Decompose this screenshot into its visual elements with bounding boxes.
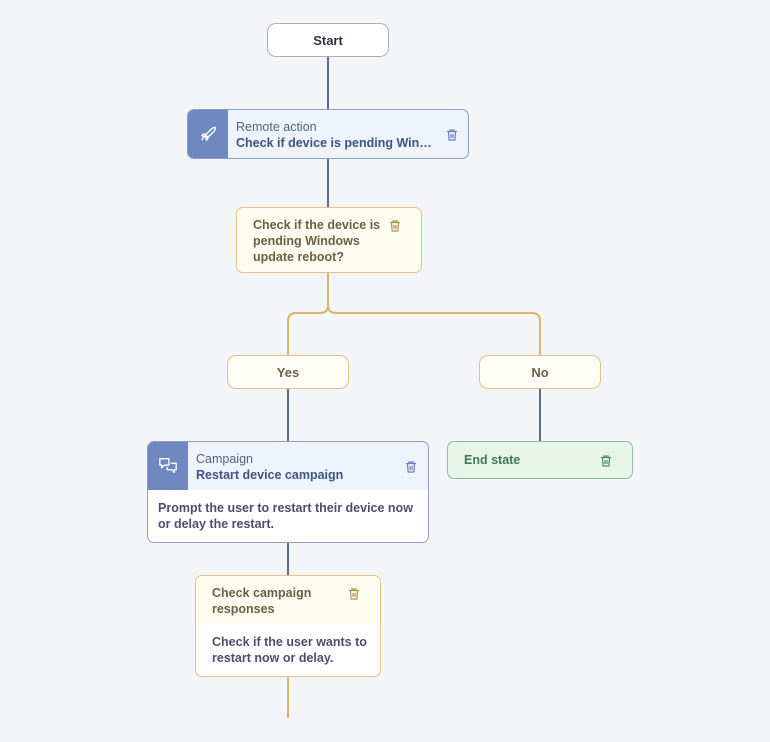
connector-decision-branches [287, 273, 541, 355]
campaign-kind: Campaign [196, 452, 253, 466]
start-node[interactable]: Start [267, 23, 389, 57]
end-state-label: End state [464, 453, 521, 467]
campaign-title: Restart device campaign [196, 468, 344, 482]
campaign-node[interactable]: Campaign Restart device campaign Prompt … [147, 441, 429, 543]
decision-text: Check if the device is pending Windows u… [253, 218, 381, 264]
branch-no-node[interactable]: No [479, 355, 601, 389]
campaign-icon-box [148, 442, 188, 490]
remote-action-delete-icon[interactable] [445, 128, 459, 142]
campaign-description: Prompt the user to restart their device … [158, 501, 413, 531]
campaign-header: Campaign Restart device campaign [148, 442, 428, 490]
campaign-responses-header: Check campaign responses [196, 576, 380, 624]
end-state-delete-icon[interactable] [599, 454, 613, 468]
rocket-icon [201, 126, 217, 141]
remote-action-node[interactable]: Remote action Check if device is pending… [187, 109, 469, 159]
chat-bubbles-icon [159, 458, 177, 474]
remote-action-kind: Remote action [236, 120, 317, 134]
campaign-responses-description: Check if the user wants to restart now o… [212, 635, 367, 665]
campaign-responses-node[interactable]: Check campaign responses Check if the us… [195, 575, 381, 677]
remote-action-title: Check if device is pending Windows updat… [236, 136, 432, 150]
branch-yes-node[interactable]: Yes [227, 355, 349, 389]
branch-yes-label: Yes [276, 364, 300, 380]
decision-delete-icon[interactable] [388, 219, 402, 233]
campaign-responses-delete-icon[interactable] [347, 587, 361, 601]
campaign-delete-icon[interactable] [404, 460, 418, 474]
branch-no-label: No [531, 364, 549, 380]
campaign-responses-title: Check campaign responses [212, 586, 312, 616]
decision-node[interactable]: Check if the device is pending Windows u… [236, 207, 422, 273]
start-label: Start [313, 32, 343, 48]
remote-action-icon-box [188, 110, 228, 158]
end-state-node[interactable]: End state [447, 441, 633, 479]
